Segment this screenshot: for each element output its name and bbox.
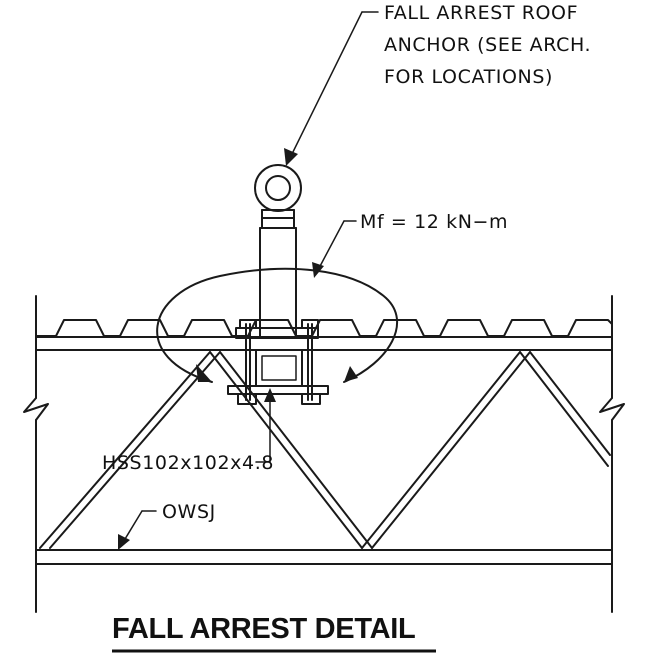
joist-left-end — [23, 295, 49, 613]
anchor-label-line2: ANCHOR (SEE ARCH. — [384, 34, 591, 56]
anchor-base-plate — [235, 319, 319, 401]
anchor-post — [259, 209, 297, 337]
moment-label: Mf = 12 kN−m — [360, 211, 508, 233]
moment-arrow — [156, 267, 398, 383]
steel-deck-profile — [35, 319, 613, 337]
joist-right-end — [599, 295, 625, 613]
eye-ring — [254, 164, 302, 212]
hss-label: HSS102x102x4.8 — [102, 452, 274, 474]
owsj-label: OWSJ — [162, 501, 216, 523]
joist-bottom-chord — [35, 549, 613, 565]
anchor-label-line3: FOR LOCATIONS) — [384, 66, 553, 88]
leader-anchor — [284, 11, 379, 166]
joist-top-chord — [35, 336, 613, 351]
clamp-plate — [227, 385, 329, 405]
anchor-label-line1: FALL ARREST ROOF — [384, 2, 578, 24]
detail-title: FALL ARREST DETAIL — [112, 613, 415, 645]
leader-hss — [255, 388, 276, 463]
joist-web-diagonals — [39, 351, 611, 549]
hss-section — [255, 349, 303, 387]
leader-moment — [312, 220, 357, 278]
leader-owsj — [118, 510, 157, 550]
